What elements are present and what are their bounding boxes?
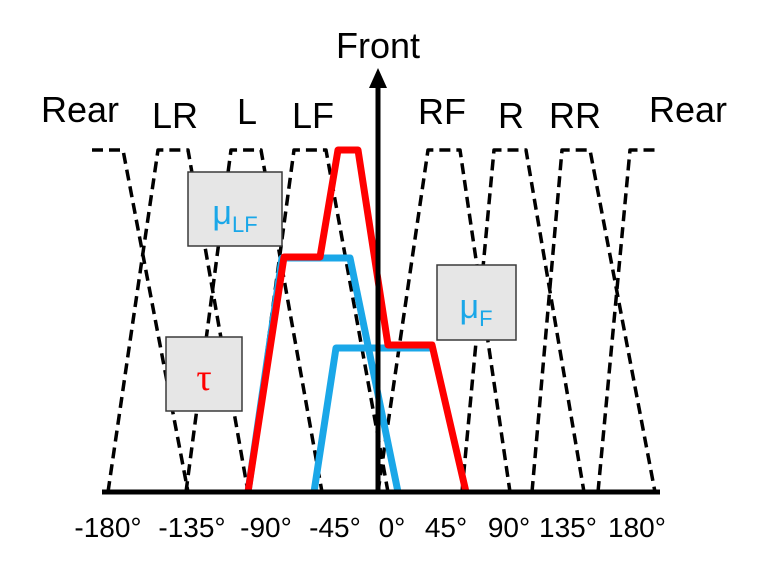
membership-rear-right [596,148,660,493]
tau-box: τ [165,336,243,412]
tau-curve [244,146,470,493]
tick-label-180: 180° [608,512,666,543]
front-arrow-head [369,68,387,88]
region-label-rear-right: Rear [649,89,727,130]
membership-rear-left [92,148,190,493]
mu-f-subscript: F [479,306,492,331]
region-label-l: L [237,91,257,132]
membership-lr [106,148,250,493]
membership-rr [530,148,657,493]
tick-label-minus-45: -45° [309,512,361,543]
tick-label-minus-135: -135° [158,512,225,543]
mu-lf-label: μLF [212,194,257,237]
region-label-r: R [498,95,524,136]
region-label-lr: LR [152,95,198,136]
front-label: Front [336,25,420,66]
membership-l [184,148,324,493]
region-label-rf: RF [418,91,466,132]
mu-f-symbol: μ [459,288,479,326]
tau-label: τ [196,357,211,399]
tick-label-minus-180: -180° [74,512,141,543]
tick-labels: -180° -135° -90° -45° 0° 45° 90° 135° 18… [74,512,666,543]
region-labels: Rear LR L LF RF R RR Rear [41,89,727,136]
tick-label-90: 90° [488,512,530,543]
tick-label-135: 135° [539,512,597,543]
region-label-rr: RR [549,95,601,136]
tick-label-45: 45° [425,512,467,543]
mu-lf-symbol: μ [212,194,232,232]
mu-lf-subscript: LF [232,212,258,237]
tick-label-0: 0° [379,512,406,543]
tick-label-minus-90: -90° [240,512,292,543]
mu-f-label: μF [459,288,492,331]
mu-lf-box: μLF [187,171,283,247]
mu-f-box: μF [436,264,517,341]
region-label-rear-left: Rear [41,89,119,130]
region-label-lf: LF [292,95,334,136]
